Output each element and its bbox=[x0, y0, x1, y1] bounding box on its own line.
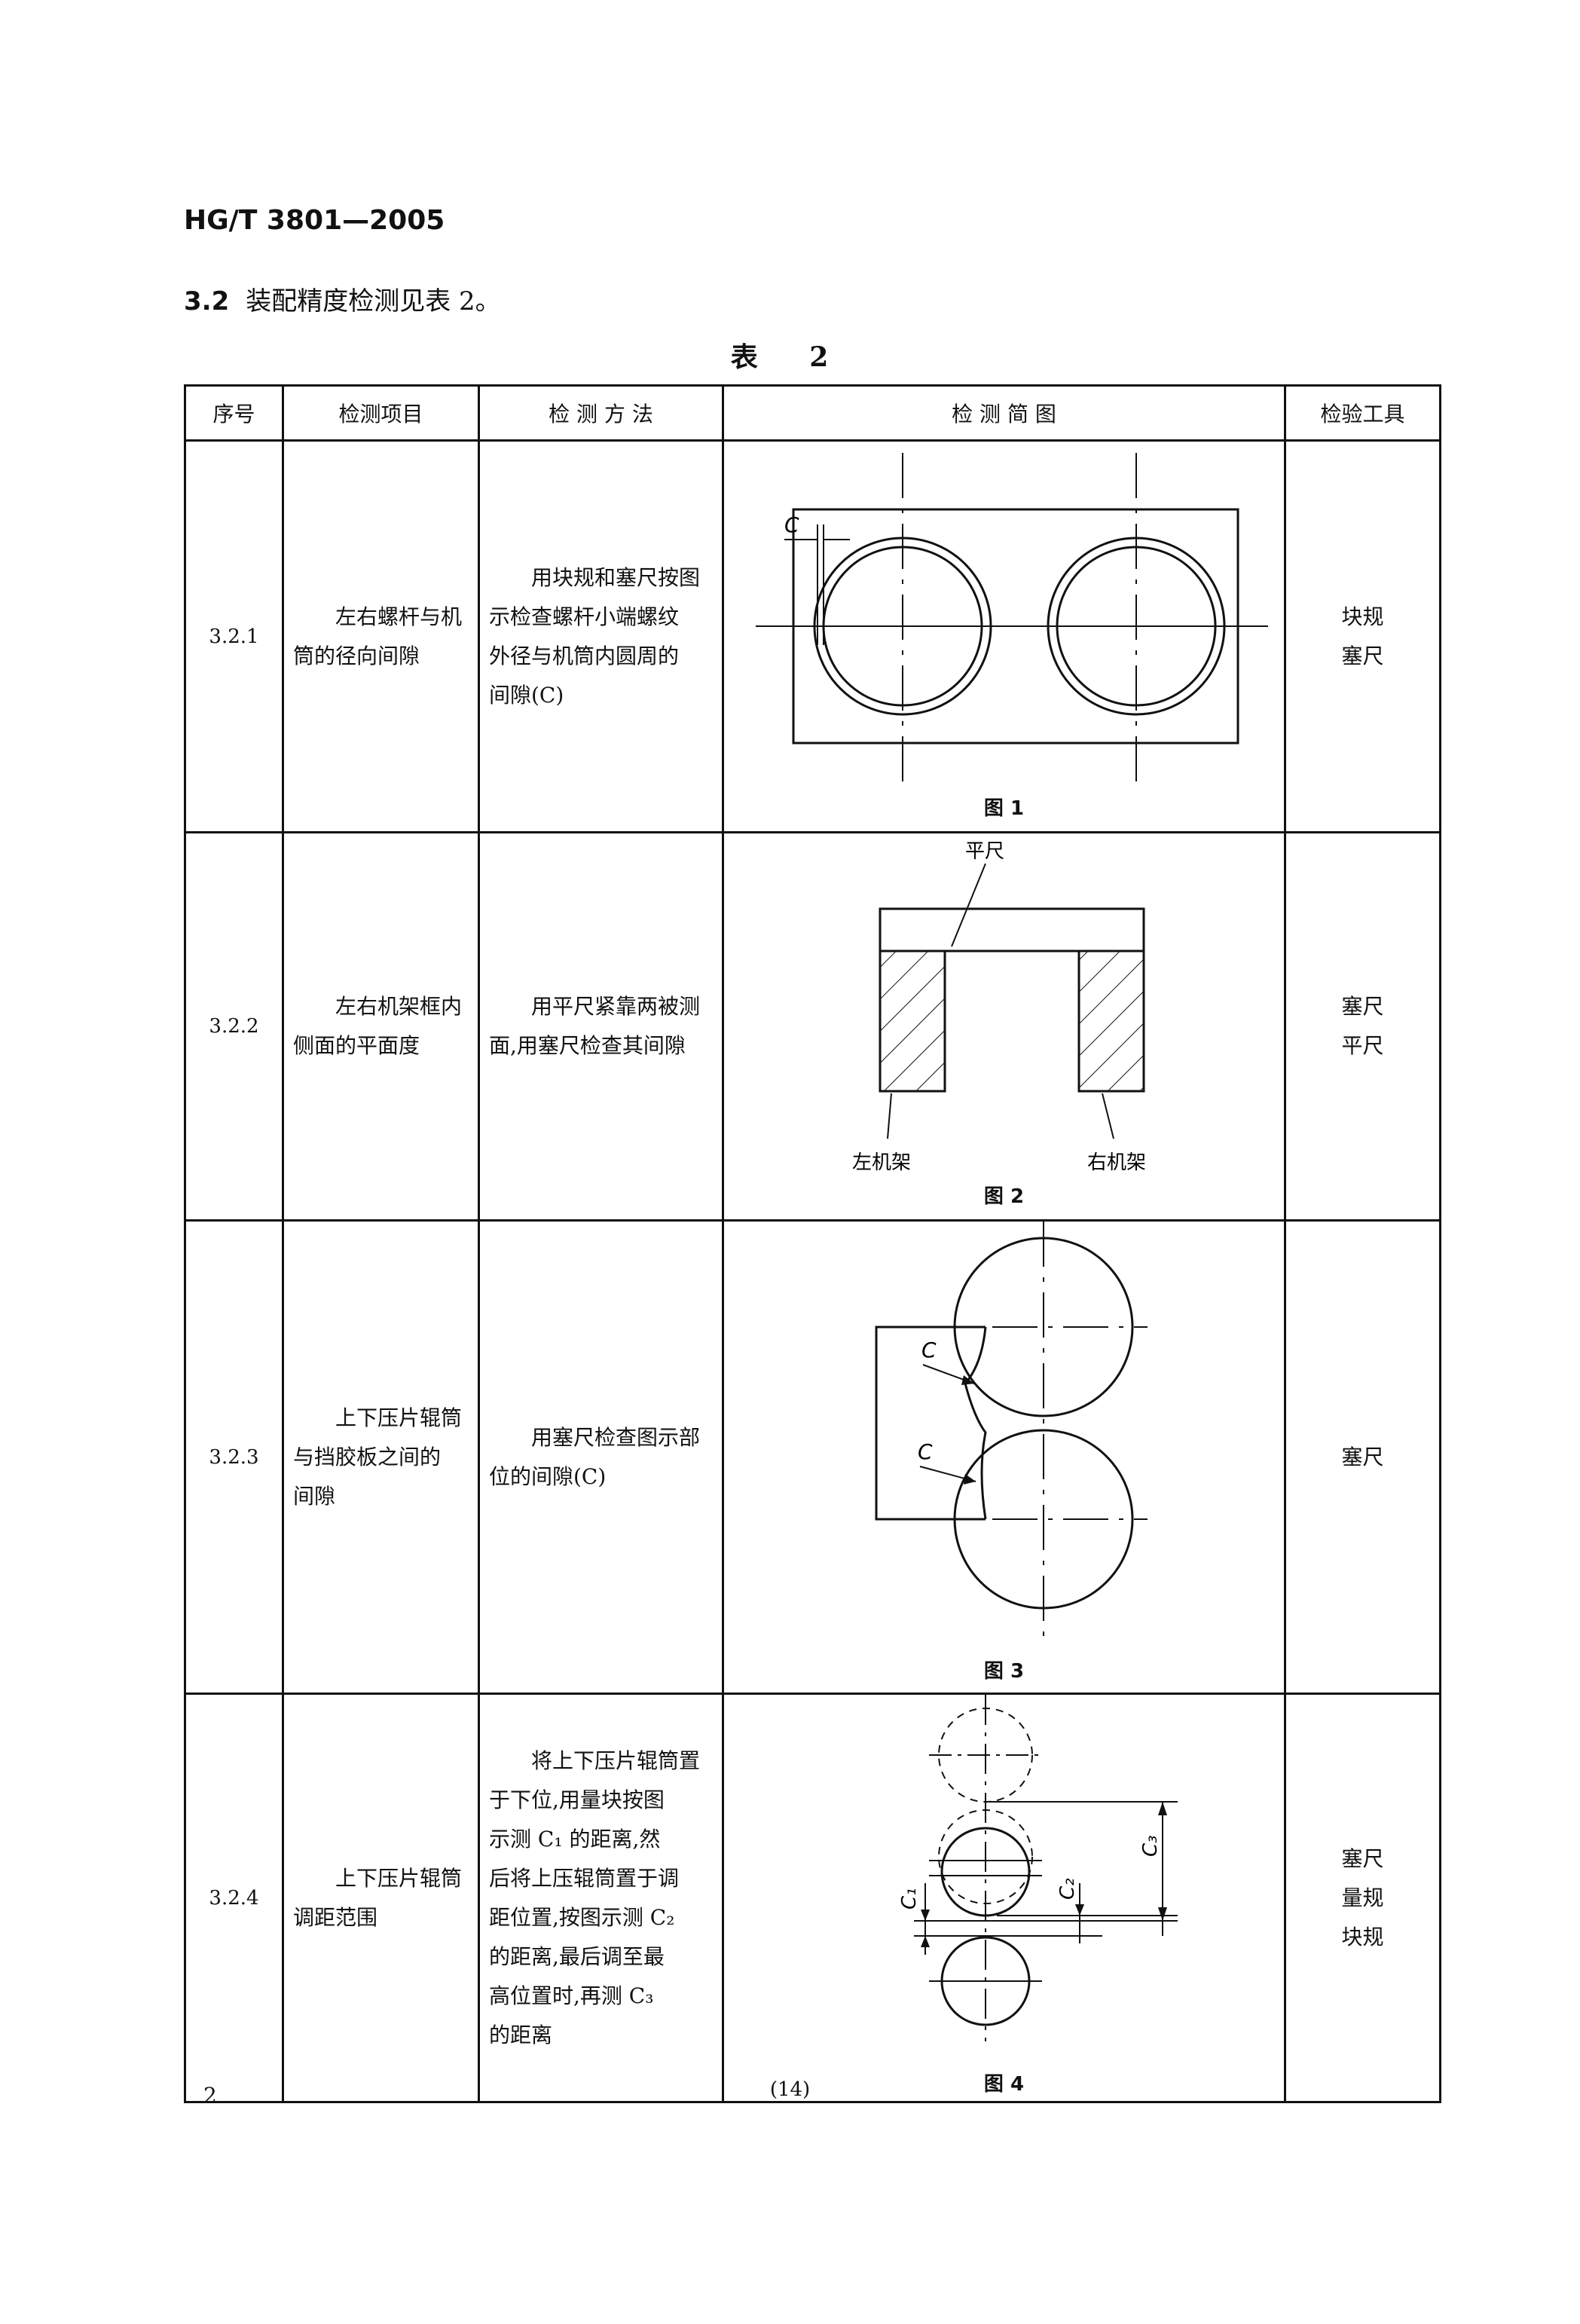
row-number: 3.2.2 bbox=[184, 831, 284, 1222]
method-line: 后将上压辊筒置于调 bbox=[489, 1865, 680, 1891]
figure-caption: 图 4 bbox=[983, 2073, 1025, 2096]
inspection-item: 上下压片辊筒 与挡胶板之间的 间隙 bbox=[282, 1219, 480, 1695]
tool-line: 塞尺 bbox=[1341, 1444, 1384, 1469]
figure-caption: 图 3 bbox=[983, 1660, 1025, 1683]
method-line: 用块规和塞尺按图 bbox=[531, 564, 701, 590]
item-line: 左右螺杆与机 bbox=[335, 604, 463, 629]
label-c1: C₁ bbox=[898, 1888, 921, 1910]
label-c-lower: C bbox=[918, 1439, 933, 1464]
item-line: 侧面的平面度 bbox=[293, 1033, 420, 1058]
method-line: 的距离 bbox=[489, 2022, 553, 2047]
label-c: C bbox=[784, 512, 799, 537]
method-line: 示检查螺杆小端螺纹 bbox=[489, 604, 680, 629]
inspection-item: 左右螺杆与机 筒的径向间隙 bbox=[282, 439, 480, 833]
figure-cell: C C 图 3 bbox=[722, 1219, 1286, 1695]
tool-line: 块规 bbox=[1341, 604, 1384, 629]
row-number: 3.2.1 bbox=[184, 439, 284, 833]
table-header-row: 序号 检测项目 检 测 方 法 检 测 简 图 检验工具 bbox=[184, 384, 1441, 442]
tool-line: 塞尺 bbox=[1341, 643, 1384, 668]
tool-line: 量规 bbox=[1341, 1885, 1384, 1910]
inspection-item: 上下压片辊筒 调距范围 bbox=[282, 1693, 480, 2103]
label-ruler: 平尺 bbox=[965, 840, 1004, 863]
column-header-no: 序号 bbox=[184, 384, 284, 442]
table-row: 3.2.1 左右螺杆与机 筒的径向间隙 用块规和塞尺按图 示检查螺杆小端螺纹 外… bbox=[184, 439, 1441, 833]
section-text: 装配精度检测见表 2。 bbox=[246, 286, 501, 316]
method-line: 将上下压片辊筒置 bbox=[531, 1748, 701, 1773]
figure-3-diagram: C C bbox=[875, 1222, 1148, 1644]
item-line: 左右机架框内 bbox=[335, 994, 463, 1019]
tool-line: 平尺 bbox=[1341, 1033, 1384, 1058]
label-c-upper: C bbox=[921, 1338, 937, 1362]
method-line: 面,用塞尺检查其间隙 bbox=[489, 1033, 686, 1058]
item-line: 与挡胶板之间的 bbox=[293, 1444, 442, 1469]
page-number: 2 bbox=[203, 2083, 217, 2108]
label-right-frame: 右机架 bbox=[1087, 1151, 1146, 1174]
method-line: 的距离,最后调至最 bbox=[489, 1943, 665, 1969]
item-line: 调距范围 bbox=[293, 1904, 378, 1930]
method-line: 用平尺紧靠两被测 bbox=[531, 994, 701, 1019]
inspection-method: 用平尺紧靠两被测 面,用塞尺检查其间隙 bbox=[478, 831, 724, 1222]
item-line: 间隙 bbox=[293, 1483, 336, 1509]
inspection-tool: 塞尺 bbox=[1284, 1219, 1441, 1695]
figure-caption: 图 1 bbox=[983, 797, 1025, 820]
inspection-tool: 塞尺 量规 块规 bbox=[1284, 1693, 1441, 2103]
figure-caption: 图 2 bbox=[983, 1185, 1025, 1208]
figure-2-diagram: 平尺 左机架 右机架 bbox=[852, 840, 1146, 1174]
row-number: 3.2.4 bbox=[184, 1693, 284, 2103]
table-title: 表 2 bbox=[730, 341, 850, 373]
figure-cell: C₁ C₂ C₃ 图 4 bbox=[722, 1693, 1286, 2103]
method-line: 位的间隙(C) bbox=[489, 1463, 607, 1489]
section-number: 3.2 bbox=[184, 286, 230, 316]
tool-line: 塞尺 bbox=[1341, 1845, 1384, 1871]
inspection-table: 序号 检测项目 检 测 方 法 检 测 简 图 检验工具 3.2.1 左右螺杆与… bbox=[184, 384, 1441, 2103]
method-line: 于下位,用量块按图 bbox=[489, 1787, 665, 1812]
figure-cell: C 图 1 bbox=[722, 439, 1286, 833]
column-header-method: 检 测 方 法 bbox=[478, 384, 724, 442]
label-c3: C₃ bbox=[1139, 1835, 1162, 1857]
tool-line: 塞尺 bbox=[1341, 994, 1384, 1019]
table-row: 3.2.2 左右机架框内 侧面的平面度 用平尺紧靠两被测 面,用塞尺检查其间隙 … bbox=[184, 831, 1441, 1222]
page-sequence: (14) bbox=[769, 2078, 811, 2101]
column-header-figure: 检 测 简 图 bbox=[722, 384, 1286, 442]
method-line: 间隙(C) bbox=[489, 682, 564, 708]
method-line: 高位置时,再测 C₃ bbox=[489, 1983, 654, 2008]
table-row: 3.2.4 上下压片辊筒 调距范围 将上下压片辊筒置 于下位,用量块按图 示测 … bbox=[184, 1693, 1441, 2103]
item-line: 上下压片辊筒 bbox=[335, 1865, 463, 1891]
figure-1-diagram: C bbox=[755, 453, 1268, 788]
item-line: 筒的径向间隙 bbox=[293, 643, 420, 668]
standard-code: HG/T 3801—2005 bbox=[184, 205, 445, 236]
label-left-frame: 左机架 bbox=[852, 1151, 911, 1174]
inspection-method: 将上下压片辊筒置 于下位,用量块按图 示测 C₁ 的距离,然 后将上压辊筒置于调… bbox=[478, 1693, 724, 2103]
column-header-tool: 检验工具 bbox=[1284, 384, 1441, 442]
inspection-item: 左右机架框内 侧面的平面度 bbox=[282, 831, 480, 1222]
row-number: 3.2.3 bbox=[184, 1219, 284, 1695]
method-line: 距位置,按图示测 C₂ bbox=[489, 1904, 675, 1930]
inspection-method: 用块规和塞尺按图 示检查螺杆小端螺纹 外径与机筒内圆周的 间隙(C) bbox=[478, 439, 724, 833]
inspection-method: 用塞尺检查图示部 位的间隙(C) bbox=[478, 1219, 724, 1695]
method-line: 示测 C₁ 的距离,然 bbox=[489, 1826, 661, 1852]
inspection-tool: 块规 塞尺 bbox=[1284, 439, 1441, 833]
table-row: 3.2.3 上下压片辊筒 与挡胶板之间的 间隙 用塞尺检查图示部 位的间隙(C) bbox=[184, 1219, 1441, 1695]
column-header-item: 检测项目 bbox=[282, 384, 480, 442]
inspection-tool: 塞尺 平尺 bbox=[1284, 831, 1441, 1222]
figure-4-diagram: C₁ C₂ C₃ bbox=[898, 1695, 1178, 2041]
method-line: 外径与机筒内圆周的 bbox=[489, 643, 680, 668]
label-c2: C₂ bbox=[1056, 1878, 1079, 1900]
figure-cell: 平尺 左机架 右机架 图 2 bbox=[722, 831, 1286, 1222]
method-line: 用塞尺检查图示部 bbox=[531, 1424, 701, 1450]
tool-line: 块规 bbox=[1341, 1924, 1384, 1949]
item-line: 上下压片辊筒 bbox=[335, 1405, 463, 1430]
section-heading: 3.2 装配精度检测见表 2。 bbox=[184, 280, 501, 317]
